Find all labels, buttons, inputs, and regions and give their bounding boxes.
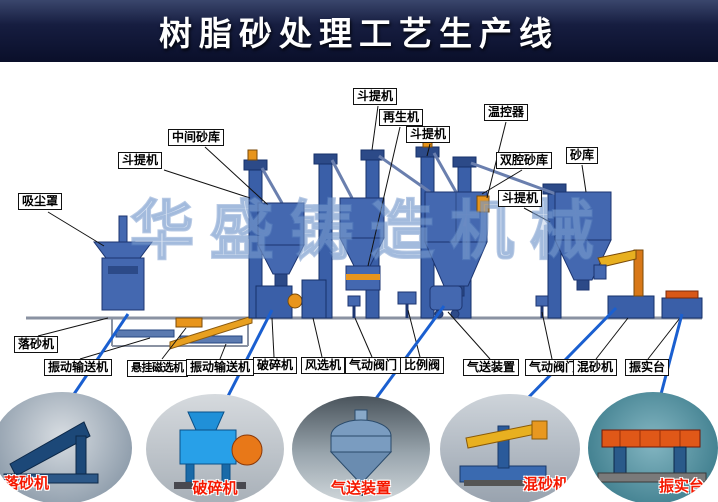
label-leader-lines	[37, 105, 681, 360]
callout-label-air-conveyor: 气送装置	[330, 480, 392, 497]
dust-hood-shape	[93, 215, 153, 311]
callout-label-compact-table: 振实台	[658, 478, 704, 495]
label-shakeout: 落砂机	[14, 336, 59, 353]
shakeout-photo	[3, 421, 99, 484]
label-elevator-top1: 斗提机	[353, 88, 398, 105]
label-proportional-valve: 比例阀	[400, 357, 445, 374]
label-air-conveyor: 气送装置	[463, 359, 520, 376]
label-pneumatic-valve1: 气动阀门	[345, 357, 402, 374]
callout-sand-mixer: 混砂机	[440, 394, 580, 502]
shakeout-conveyor-shapes	[115, 315, 253, 350]
label-vib-conveyor2: 振动输送机	[186, 359, 255, 376]
label-temp-controller: 温控器	[484, 104, 529, 121]
label-pneumatic-valve2: 气动阀门	[525, 359, 582, 376]
callout-leader-lines	[68, 305, 684, 405]
label-magnetic-separator: 悬挂磁选机	[127, 360, 188, 377]
label-regenerator: 再生机	[379, 109, 424, 126]
label-elevator-right: 斗提机	[498, 190, 543, 207]
callout-air-conveyor: 气送装置	[292, 396, 430, 502]
label-vib-conveyor1: 振动输送机	[44, 359, 113, 376]
label-dust-hood: 吸尘罩	[18, 193, 63, 210]
floor-machines	[255, 249, 703, 319]
sand-silos	[257, 191, 612, 297]
compact-table-photo	[597, 429, 707, 483]
title-bar: 树脂砂处理工艺生产线	[0, 0, 718, 62]
label-compact-table: 振实台	[625, 359, 670, 376]
label-mid-silo: 中间砂库	[168, 129, 225, 146]
transfer-pipes	[260, 152, 557, 204]
label-elevator-top2: 斗提机	[406, 126, 451, 143]
callout-label-sand-mixer: 混砂机	[522, 476, 568, 493]
page-title: 树脂砂处理工艺生产线	[159, 15, 559, 52]
sand-mixer-photo	[459, 420, 548, 486]
callout-shakeout-machine: 落砂机	[0, 392, 132, 502]
label-air-separator: 风选机	[301, 357, 346, 374]
crusher-photo	[174, 411, 263, 489]
label-dual-silo: 双腔砂库	[496, 152, 553, 169]
callout-label-crusher: 破碎机	[192, 480, 238, 497]
label-elevator-left: 斗提机	[118, 152, 163, 169]
label-sand-silo: 砂库	[566, 147, 599, 164]
label-crusher: 破碎机	[253, 357, 298, 374]
callout-crusher: 破碎机	[146, 394, 284, 502]
callout-compact-table: 振实台	[588, 392, 718, 502]
air-conveyor-photo	[329, 409, 393, 496]
callout-label-shakeout: 落砂机	[4, 475, 50, 492]
label-sand-mixer: 混砂机	[573, 359, 618, 376]
